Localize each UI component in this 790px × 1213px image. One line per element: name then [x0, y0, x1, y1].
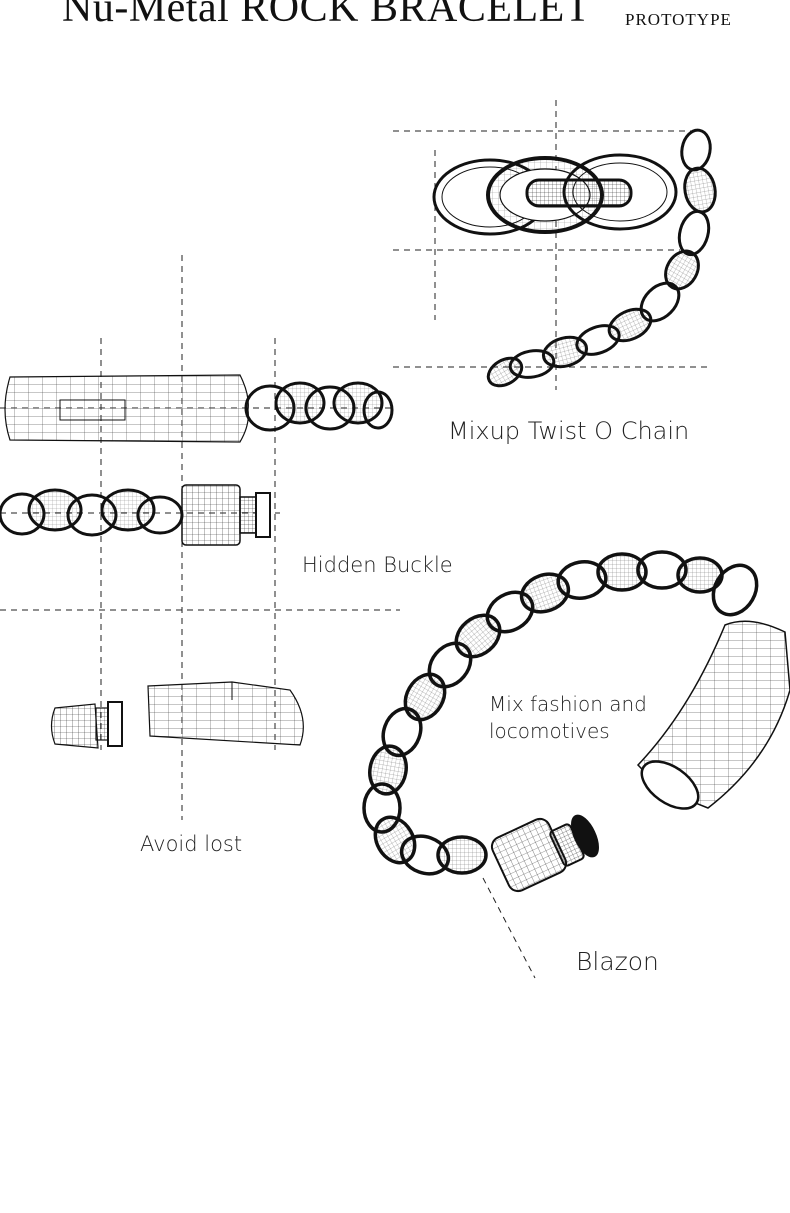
- label-avoid-lost: Avoid lost: [140, 832, 243, 856]
- guide-lines: [0, 100, 710, 979]
- page-title: Nu-Metal ROCK BRACELET: [62, 0, 591, 31]
- label-twist-o-chain: Mixup Twist O Chain: [448, 417, 690, 445]
- hidden-buckle-view: [0, 484, 271, 546]
- label-blazon: Blazon: [576, 947, 659, 976]
- chain-strand: [486, 128, 717, 388]
- label-hidden-buckle: Hidden Buckle: [302, 553, 453, 577]
- twist-o-chain-detail: [432, 153, 678, 236]
- buckle-disassembled: [50, 681, 304, 749]
- full-bracelet: [362, 550, 790, 893]
- page-subtitle: PROTOTYPE: [625, 10, 732, 29]
- label-fashion-line2: locomotives: [489, 719, 610, 743]
- label-fashion-line1: Mix fashion and: [489, 692, 647, 716]
- clasp-side-view: [4, 374, 394, 443]
